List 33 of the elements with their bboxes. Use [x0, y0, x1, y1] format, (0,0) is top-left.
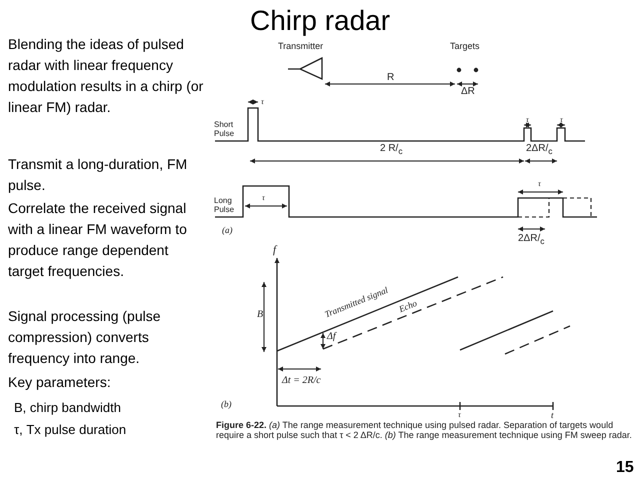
bullet-text: B, chirp bandwidth: [14, 399, 121, 417]
figure-label: 2ΔR/$_{c}$: [526, 143, 552, 156]
bullet-text: Key parameters:: [8, 373, 111, 392]
slide-title: Chirp radar: [250, 4, 390, 38]
bullet-text: Correlate the received signal with a linear FM waveform to produce range dependent target frequencies.: [8, 199, 188, 281]
figure-label: τ: [262, 194, 265, 203]
figure-label: 2ΔR/$_{c}$: [518, 233, 544, 246]
figure-label: Long Pulse: [214, 197, 236, 215]
figure-label: B: [257, 309, 264, 320]
figure-label: t: [551, 411, 554, 421]
bullet-text: Transmit a long-duration, FM pulse.: [8, 155, 188, 195]
figure-caption: Figure 6-22. (a) The range measurement technique using pulsed radar. Separation of targets would require a short pulse such that τ < 2 ΔR/c. (b) The range measurement technique using FM sweep radar.: [216, 421, 633, 441]
figure-label: τ: [526, 116, 529, 125]
figure-label: R: [387, 72, 394, 83]
page-number: 15: [616, 458, 634, 478]
bullet-text: τ, Tx pulse duration: [14, 421, 126, 439]
figure-label: Δt = 2R/c: [282, 375, 321, 386]
figure-label: Δf: [327, 331, 336, 342]
figure-label: 2 R/$_{c}$: [380, 143, 403, 156]
figure-label: τ: [458, 411, 461, 420]
figure-label: (b): [221, 400, 232, 410]
bullet-text: Signal processing (pulse compression) converts frequency into range.: [8, 307, 162, 368]
figure-label: Transmitter: [278, 42, 324, 52]
figure-label: (a): [222, 226, 232, 236]
figure-label: τ: [261, 98, 264, 107]
figure-label: Short Pulse: [214, 121, 236, 139]
figure-label: τ: [560, 116, 563, 125]
figure-label: Echo: [398, 298, 419, 315]
figure-label: τ: [538, 180, 541, 189]
figure-label: ΔR: [461, 86, 475, 97]
figure-label: f: [273, 244, 276, 256]
figure-label: Targets: [450, 42, 480, 52]
bullet-text: Blending the ideas of pulsed radar with linear frequency modulation results in a chirp (or linear FM) radar.: [8, 35, 204, 117]
